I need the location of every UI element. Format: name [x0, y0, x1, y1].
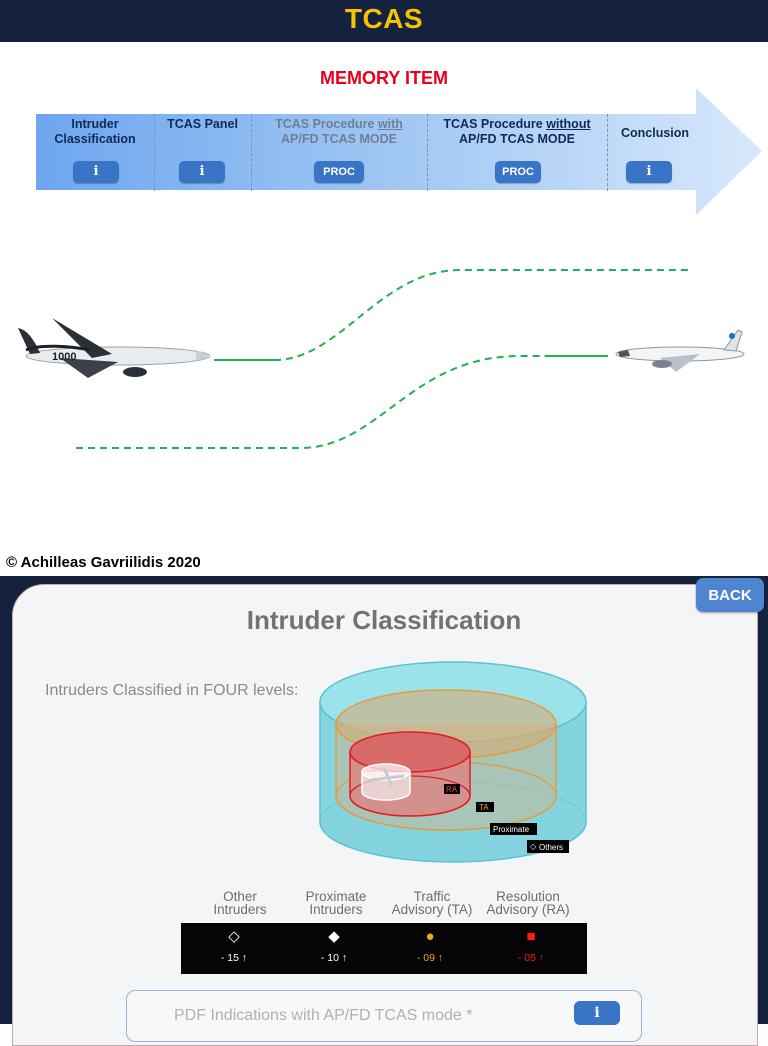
section-title: Intruder Classification — [246, 605, 522, 635]
own-aircraft-icon: 1000 — [18, 318, 211, 378]
other-traffic-value: - 15 ↑ — [220, 952, 248, 964]
others-zone-label: ◇ Others — [527, 840, 569, 853]
header-bar — [0, 0, 768, 42]
ra-zone-label: RA — [444, 784, 460, 794]
process-arrow — [36, 88, 762, 215]
svg-text:Others: Others — [539, 843, 563, 852]
proc-button[interactable]: PROC — [314, 161, 364, 183]
info-button[interactable]: i — [626, 161, 672, 183]
step-divider — [427, 114, 428, 191]
aircraft-icon — [369, 767, 405, 787]
svg-text:◇: ◇ — [530, 842, 537, 851]
step-divider — [154, 114, 155, 191]
svg-text:TA: TA — [479, 803, 489, 812]
step-conclusion: Conclusion i — [607, 117, 703, 191]
svg-text:Proximate: Proximate — [493, 825, 530, 834]
ra-symbol-icon: ■ — [526, 928, 536, 945]
memory-item-label: MEMORY ITEM — [319, 68, 448, 88]
other-traffic-symbol-icon: ◇ — [228, 928, 240, 945]
proximate-symbol-icon: ◆ — [328, 928, 340, 945]
step-label: AP/FD TCAS MODE — [459, 132, 575, 146]
ta-symbol-icon: ● — [425, 928, 435, 945]
step-label: Conclusion — [620, 126, 690, 140]
step-label: Intruder — [71, 117, 119, 131]
pdf-indications-label: PDF Indications with AP/FD TCAS mode * — [174, 1007, 473, 1024]
step-label: TCAS Procedure — [443, 117, 547, 131]
step-label: Classification — [54, 132, 136, 146]
step-label: AP/FD TCAS MODE — [281, 132, 397, 146]
step-intruder-classification: Intruder Classification i — [36, 117, 154, 191]
ra-value: - 05 ↑ — [517, 952, 545, 964]
svg-text:1000: 1000 — [52, 351, 76, 363]
proximate-zone-label: Proximate — [490, 823, 537, 835]
intro-text: Intruders Classified in FOUR levels: — [45, 682, 299, 699]
step-label-emphasis: without — [546, 117, 591, 131]
copyright-text: © Achilleas Gavriilidis 2020 — [6, 554, 201, 571]
info-button[interactable]: i — [73, 161, 119, 183]
intruder-aircraft-icon — [615, 329, 745, 372]
step-procedure-with: TCAS Procedure with AP/FD TCAS MODE PROC — [251, 117, 427, 191]
svg-text:RA: RA — [446, 785, 458, 794]
traffic-symbol-legend: ◇ - 15 ↑ ◆ - 10 ↑ ● - 09 ↑ ■ - 05 ↑ — [181, 923, 587, 974]
step-divider — [251, 114, 252, 191]
protection-volume-diagram: RA TA Proximate ◇ Others — [319, 661, 587, 863]
proc-button[interactable]: PROC — [495, 161, 541, 183]
step-label: TCAS Procedure — [275, 117, 378, 131]
encounter-illustration: 1000 — [18, 269, 745, 449]
back-button[interactable]: BACK — [696, 578, 764, 612]
ta-value: - 09 ↑ — [416, 952, 444, 964]
page-title: TCAS — [344, 3, 424, 34]
step-procedure-without: TCAS Procedure without AP/FD TCAS MODE P… — [427, 117, 607, 191]
step-label-emphasis: with — [377, 117, 403, 131]
step-divider — [607, 114, 608, 191]
ta-zone-label: TA — [476, 802, 494, 812]
pdf-info-button[interactable]: i — [574, 1001, 620, 1025]
step-label: TCAS Panel — [167, 117, 238, 131]
info-button[interactable]: i — [179, 161, 225, 183]
proximate-value: - 10 ↑ — [320, 952, 348, 964]
step-tcas-panel: TCAS Panel i — [154, 117, 251, 191]
